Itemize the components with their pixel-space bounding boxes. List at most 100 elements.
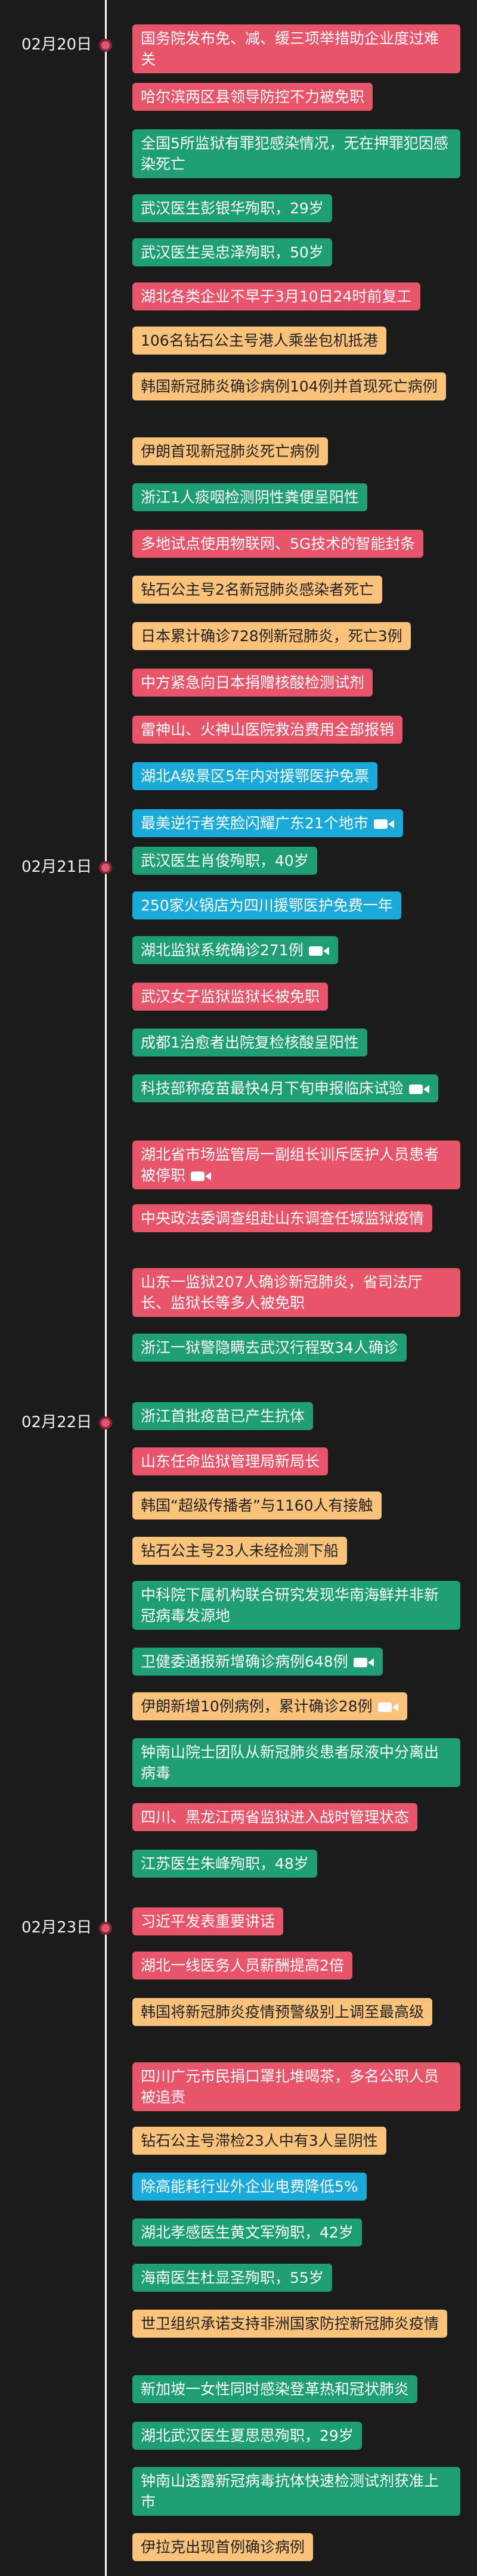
- event-card[interactable]: 钟南山透露新冠病毒抗体快速检测试剂获准上市: [132, 2467, 460, 2516]
- event-card[interactable]: 浙江首批疫苗已产生抗体: [132, 1402, 314, 1430]
- event-card[interactable]: 浙江一狱警隐瞒去武汉行程致34人确诊: [132, 1334, 407, 1362]
- event-card[interactable]: 中央政法委调查组赴山东调查任城监狱疫情: [132, 1204, 433, 1232]
- event-card[interactable]: 韩国“超级传播者”与1160人有接触: [132, 1491, 382, 1520]
- timeline-dot: [99, 1922, 112, 1935]
- date-label: 02月22日: [21, 1413, 92, 1431]
- event-text: 世卫组织承诺支持非洲国家防控新冠肺炎疫情: [141, 2315, 439, 2332]
- event-card[interactable]: 习近平发表重要讲话: [132, 1907, 284, 1935]
- event-text: 习近平发表重要讲话: [141, 1913, 275, 1930]
- video-camera-icon[interactable]: [190, 1170, 212, 1183]
- event-text: 湖北各类企业不早于3月10日24时前复工: [141, 288, 412, 305]
- event-card[interactable]: 湖北省市场监管局一副组长训斥医护人员患者被停职: [132, 1141, 460, 1189]
- event-text: 卫健委通报新增确诊病例648例: [141, 1653, 348, 1670]
- event-card[interactable]: 世卫组织承诺支持非洲国家防控新冠肺炎疫情: [132, 2310, 448, 2338]
- event-text: 浙江一狱警隐瞒去武汉行程致34人确诊: [141, 1339, 398, 1356]
- event-card[interactable]: 湖北监狱系统确诊271例: [132, 936, 338, 964]
- event-card[interactable]: 新加坡一女性同时感染登革热和冠状肺炎: [132, 2375, 418, 2403]
- event-text: 科技部称疫苗最快4月下旬申报临床试验: [141, 1080, 404, 1097]
- event-text: 106名钻石公主号港人乘坐包机抵港: [141, 332, 378, 349]
- event-card[interactable]: 伊朗新增10例病例，累计确诊28例: [132, 1692, 407, 1720]
- event-text: 全国5所监狱有罪犯感染情况，无在押罪犯因感染死亡: [141, 135, 448, 173]
- event-text: 武汉医生彭银华殉职，29岁: [141, 200, 324, 217]
- event-card[interactable]: 武汉女子监狱监狱长被免职: [132, 983, 329, 1011]
- event-card[interactable]: 海南医生杜显圣殉职，55岁: [132, 2264, 332, 2292]
- event-card[interactable]: 湖北各类企业不早于3月10日24时前复工: [132, 282, 420, 310]
- event-card[interactable]: 日本累计确诊728例新冠肺炎，死亡3例: [132, 622, 411, 650]
- event-card[interactable]: 哈尔滨两区县领导防控不力被免职: [132, 83, 373, 111]
- event-card[interactable]: 武汉医生吴忠泽殉职，50岁: [132, 238, 332, 266]
- event-text: 伊朗首现新冠肺炎死亡病例: [141, 443, 320, 460]
- event-text: 韩国“超级传播者”与1160人有接触: [141, 1497, 373, 1514]
- event-card[interactable]: 武汉医生彭银华殉职，29岁: [132, 194, 332, 222]
- event-card[interactable]: 江苏医生朱峰殉职，48岁: [132, 1850, 317, 1878]
- event-card[interactable]: 武汉医生肖俊殉职，40岁: [132, 847, 317, 875]
- video-camera-icon[interactable]: [353, 1656, 374, 1669]
- event-card[interactable]: 中科院下属机构联合研究发现华南海鲜并非新冠病毒发源地: [132, 1581, 460, 1630]
- event-text: 山东任命监狱管理局新局长: [141, 1453, 320, 1470]
- event-text: 雷神山、火神山医院救治费用全部报销: [141, 721, 395, 738]
- event-text: 钻石公主号2名新冠肺炎感染者死亡: [141, 581, 374, 598]
- event-card[interactable]: 中方紧急向日本捐赠核酸检测试剂: [132, 669, 373, 697]
- event-card[interactable]: 湖北A级景区5年内对援鄂医护免票: [132, 762, 378, 790]
- event-card[interactable]: 韩国新冠肺炎确诊病例104例并首现死亡病例: [132, 372, 446, 400]
- video-camera-icon[interactable]: [373, 818, 395, 831]
- event-text: 武汉医生肖俊殉职，40岁: [141, 852, 309, 869]
- event-card[interactable]: 最美逆行者笑脸闪耀广东21个地市: [132, 809, 403, 837]
- event-card[interactable]: 除高能耗行业外企业电费降低5%: [132, 2173, 367, 2201]
- event-card[interactable]: 湖北武汉医生夏思思殉职，29岁: [132, 2422, 362, 2450]
- event-card[interactable]: 106名钻石公主号港人乘坐包机抵港: [132, 327, 386, 355]
- event-card[interactable]: 全国5所监狱有罪犯感染情况，无在押罪犯因感染死亡: [132, 129, 460, 178]
- event-text: 多地试点使用物联网、5G技术的智能封条: [141, 535, 416, 552]
- event-card[interactable]: 四川、黑龙江两省监狱进入战时管理状态: [132, 1803, 418, 1831]
- event-card[interactable]: 山东任命监狱管理局新局长: [132, 1447, 329, 1475]
- event-text: 海南医生杜显圣殉职，55岁: [141, 2269, 324, 2286]
- date-label: 02月23日: [21, 1919, 92, 1937]
- event-card[interactable]: 四川广元市民捐口罩扎堆喝茶，多名公职人员被追责: [132, 2062, 460, 2111]
- timeline-dot: [99, 39, 112, 52]
- event-text: 浙江1人痰咽检测阴性粪便呈阳性: [141, 489, 359, 506]
- event-text: 山东一监狱207人确诊新冠肺炎，省司法厅长、监狱长等多人被免职: [141, 1273, 423, 1312]
- event-text: 伊拉克出现首例确诊病例: [141, 2538, 305, 2556]
- event-card[interactable]: 伊拉克出现首例确诊病例: [132, 2533, 314, 2561]
- video-camera-icon[interactable]: [377, 1701, 399, 1714]
- date-label: 02月20日: [21, 36, 92, 54]
- event-text: 国务院发布免、减、缓三项举措助企业度过难关: [141, 30, 439, 68]
- event-card[interactable]: 湖北一线医务人员薪酬提高2倍: [132, 1952, 352, 1980]
- timeline-dot: [99, 861, 112, 874]
- event-text: 江苏医生朱峰殉职，48岁: [141, 1855, 309, 1872]
- event-card[interactable]: 250家火锅店为四川援鄂医护免费一年: [132, 891, 401, 919]
- event-text: 哈尔滨两区县领导防控不力被免职: [141, 88, 365, 105]
- event-text: 新加坡一女性同时感染登革热和冠状肺炎: [141, 2381, 410, 2398]
- event-text: 湖北A级景区5年内对援鄂医护免票: [141, 767, 370, 785]
- event-card[interactable]: 钻石公主号滞检23人中有3人呈阴性: [132, 2127, 386, 2155]
- event-text: 湖北省市场监管局一副组长训斥医护人员患者被停职: [141, 1146, 439, 1184]
- video-camera-icon[interactable]: [408, 1083, 430, 1096]
- event-text: 武汉女子监狱监狱长被免职: [141, 988, 320, 1005]
- event-card[interactable]: 浙江1人痰咽检测阴性粪便呈阳性: [132, 483, 367, 511]
- event-card[interactable]: 钻石公主号2名新冠肺炎感染者死亡: [132, 576, 382, 604]
- event-text: 日本累计确诊728例新冠肺炎，死亡3例: [141, 627, 402, 645]
- event-card[interactable]: 韩国将新冠肺炎疫情预警级别上调至最高级: [132, 1998, 433, 2026]
- event-card[interactable]: 国务院发布免、减、缓三项举措助企业度过难关: [132, 24, 460, 73]
- event-card[interactable]: 湖北孝感医生黄文军殉职，42岁: [132, 2218, 362, 2246]
- date-label: 02月21日: [21, 858, 92, 876]
- event-card[interactable]: 钻石公主号23人未经检测下船: [132, 1537, 347, 1565]
- event-text: 最美逆行者笑脸闪耀广东21个地市: [141, 815, 368, 832]
- event-card[interactable]: 多地试点使用物联网、5G技术的智能封条: [132, 530, 424, 558]
- event-card[interactable]: 科技部称疫苗最快4月下旬申报临床试验: [132, 1074, 438, 1102]
- event-card[interactable]: 成都1治愈者出院复检核酸呈阳性: [132, 1028, 367, 1056]
- event-text: 钟南山透露新冠病毒抗体快速检测试剂获准上市: [141, 2472, 439, 2510]
- timeline-axis: [105, 0, 107, 2576]
- event-card[interactable]: 雷神山、火神山医院救治费用全部报销: [132, 716, 403, 744]
- event-text: 250家火锅店为四川援鄂医护免费一年: [141, 897, 393, 914]
- video-camera-icon[interactable]: [308, 944, 330, 958]
- event-card[interactable]: 钟南山院士团队从新冠肺炎患者尿液中分离出病毒: [132, 1738, 460, 1787]
- timeline-dot: [99, 1416, 112, 1430]
- event-text: 浙江首批疫苗已产生抗体: [141, 1407, 305, 1425]
- event-card[interactable]: 伊朗首现新冠肺炎死亡病例: [132, 437, 329, 465]
- event-text: 钻石公主号23人未经检测下船: [141, 1542, 339, 1559]
- event-card[interactable]: 山东一监狱207人确诊新冠肺炎，省司法厅长、监狱长等多人被免职: [132, 1268, 460, 1317]
- event-card[interactable]: 卫健委通报新增确诊病例648例: [132, 1648, 383, 1676]
- event-text: 钻石公主号滞检23人中有3人呈阴性: [141, 2132, 378, 2149]
- event-text: 湖北孝感医生黄文军殉职，42岁: [141, 2224, 354, 2241]
